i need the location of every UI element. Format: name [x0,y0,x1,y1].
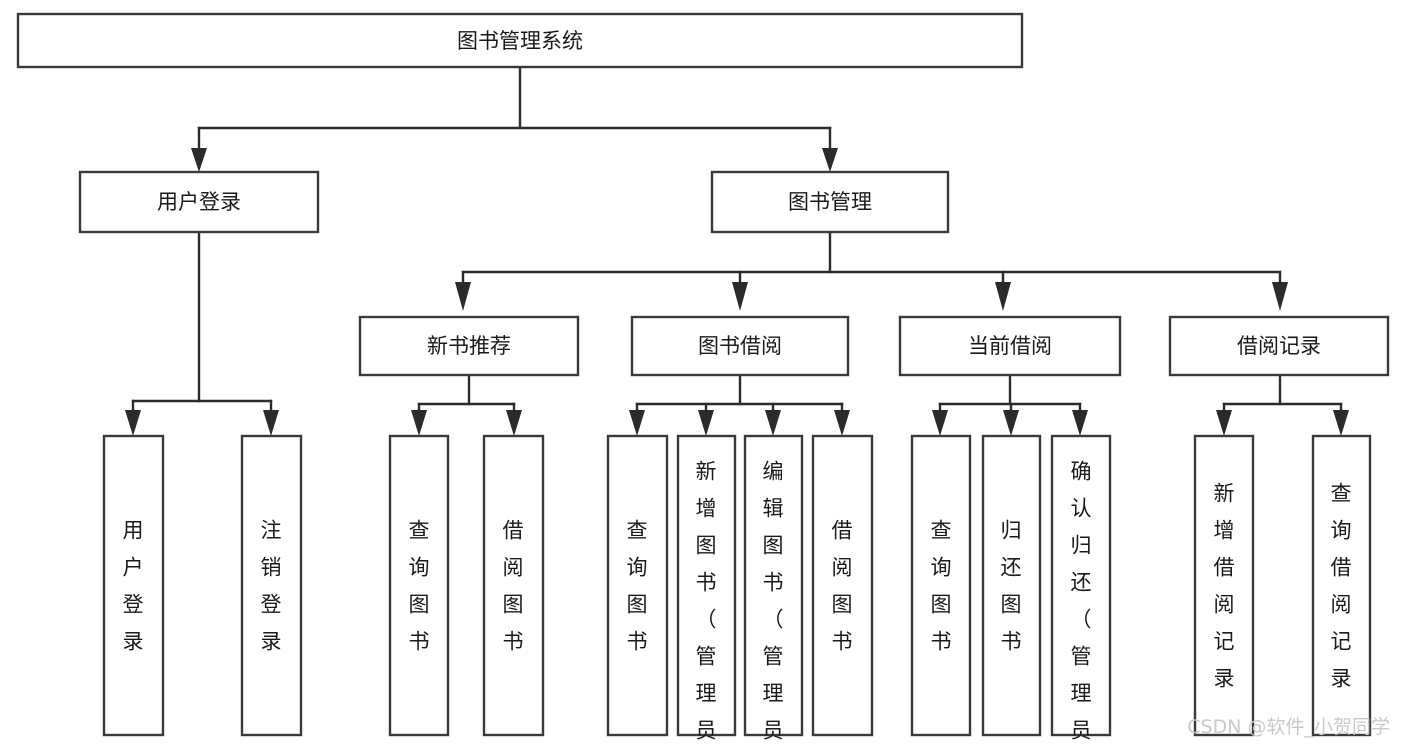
arrow-userlogin-leaf-2 [263,410,279,436]
node-current-borrow[interactable]: 当前借阅 [898,315,1122,377]
node-root-label: 图书管理系统 [457,29,583,53]
node-leaf-query-book-3-label: 查询图书 [931,519,952,654]
node-leaf-user-login-box[interactable] [102,434,165,737]
node-borrow-record-box[interactable] [1168,315,1390,377]
node-leaf-borrow-book-1-label: 借阅图书 [503,519,524,654]
node-root[interactable]: 图书管理系统 [16,12,1024,69]
edge-layer [125,65,1349,436]
node-leaf-query-record-label: 查询借阅记录 [1331,482,1352,691]
arrow-bookadmin-to-current-borrow [995,282,1011,311]
arrow-newbook-leaf-2 [506,410,522,436]
node-leaf-borrow-book-2[interactable]: 借阅图书 [811,434,874,737]
arrow-root-to-user-login [191,148,207,172]
node-root-box[interactable] [16,12,1024,69]
node-leaf-add-record-label: 新增借阅记录 [1214,482,1235,691]
node-leaf-borrow-book-2-label: 借阅图书 [832,519,853,654]
node-book-borrow[interactable]: 图书借阅 [630,315,850,377]
node-leaf-add-record-box[interactable] [1193,434,1255,737]
node-user-login-box[interactable] [78,170,320,234]
node-leaf-return-book-label: 归还图书 [1001,519,1022,654]
node-leaf-return-book-box[interactable] [981,434,1042,737]
arrow-root-to-book-admin [822,148,838,172]
node-leaf-add-book[interactable]: 新增图书（管理员） [676,434,737,747]
node-book-admin-label: 图书管理 [788,190,872,214]
node-user-login[interactable]: 用户登录 [78,170,320,234]
node-current-borrow-label: 当前借阅 [968,334,1052,358]
node-leaf-user-logout[interactable]: 注销登录 [240,434,303,737]
arrow-bookadmin-to-borrow-record [1272,282,1288,311]
arrow-currentborrow-leaf-1 [932,410,948,436]
arrow-currentborrow-leaf-3 [1072,410,1088,436]
node-leaf-borrow-book-1[interactable]: 借阅图书 [482,434,545,737]
arrow-bookborrow-leaf-3 [765,410,781,436]
node-borrow-record[interactable]: 借阅记录 [1168,315,1390,377]
node-leaf-query-book-1-box[interactable] [388,434,450,737]
node-leaf-query-record-box[interactable] [1311,434,1372,737]
node-leaf-query-book-1[interactable]: 查询图书 [388,434,450,737]
arrow-bookadmin-to-book-borrow [732,282,748,311]
node-user-login-label: 用户登录 [157,190,241,214]
node-book-borrow-box[interactable] [630,315,850,377]
node-borrow-record-label: 借阅记录 [1237,334,1321,358]
arrow-userlogin-leaf-1 [125,410,141,436]
node-leaf-borrow-book-1-box[interactable] [482,434,545,737]
node-leaf-confirm-return-label: 确认归还（管理员） [1071,460,1092,747]
node-leaf-user-logout-label: 注销登录 [261,519,282,654]
node-leaf-confirm-return-box[interactable] [1050,434,1112,737]
node-leaf-edit-book-label: 编辑图书（管理员） [763,460,784,747]
node-leaf-add-book-label: 新增图书（管理员） [696,460,717,747]
node-leaf-user-login-label: 用户登录 [123,519,144,654]
arrow-bookadmin-to-new-book [455,282,471,311]
node-leaf-query-book-3-box[interactable] [910,434,972,737]
node-book-admin-box[interactable] [710,170,950,234]
node-book-borrow-label: 图书借阅 [698,334,782,358]
node-new-book-recommend-box[interactable] [358,315,580,377]
node-book-admin[interactable]: 图书管理 [710,170,950,234]
node-leaf-confirm-return[interactable]: 确认归还（管理员） [1050,434,1112,747]
csdn-watermark: CSDN @软件_小贺同学 [1187,716,1390,738]
node-new-book-recommend[interactable]: 新书推荐 [358,315,580,377]
node-leaf-query-book-1-label: 查询图书 [409,519,430,654]
arrow-borrowrecord-leaf-2 [1333,410,1349,436]
node-leaf-query-record[interactable]: 查询借阅记录 [1311,434,1372,737]
node-leaf-return-book[interactable]: 归还图书 [981,434,1042,737]
node-leaf-edit-book-box[interactable] [743,434,804,737]
arrow-currentborrow-leaf-2 [1003,410,1019,436]
node-leaf-add-book-box[interactable] [676,434,737,737]
arrow-bookborrow-leaf-2 [698,410,714,436]
node-leaf-query-book-2[interactable]: 查询图书 [606,434,669,737]
node-leaf-add-record[interactable]: 新增借阅记录 [1193,434,1255,737]
arrow-newbook-leaf-1 [411,410,427,436]
node-leaf-user-login[interactable]: 用户登录 [102,434,165,737]
node-leaf-edit-book[interactable]: 编辑图书（管理员） [743,434,804,747]
node-leaf-query-book-2-label: 查询图书 [627,519,648,654]
node-current-borrow-box[interactable] [898,315,1122,377]
node-leaf-query-book-3[interactable]: 查询图书 [910,434,972,737]
node-leaf-query-book-2-box[interactable] [606,434,669,737]
arrow-bookborrow-leaf-1 [629,410,645,436]
node-leaf-user-logout-box[interactable] [240,434,303,737]
arrow-bookborrow-leaf-4 [834,410,850,436]
node-new-book-recommend-label: 新书推荐 [427,334,511,358]
arrow-borrowrecord-leaf-1 [1216,410,1232,436]
node-leaf-borrow-book-2-box[interactable] [811,434,874,737]
